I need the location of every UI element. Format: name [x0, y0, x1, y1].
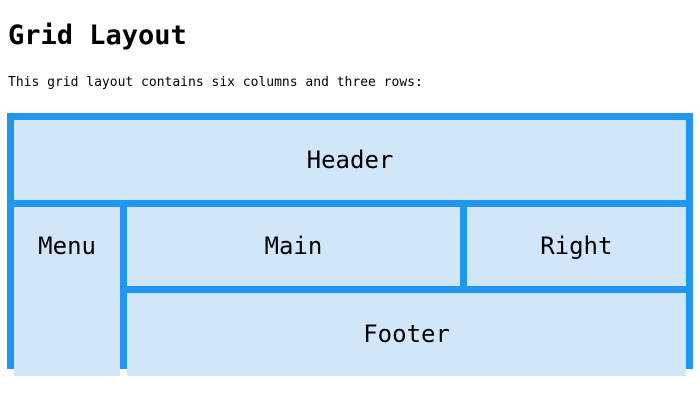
grid-cell-main-label: Main: [264, 232, 323, 261]
grid-layout-container: Header Menu Main Right Footer: [7, 112, 693, 376]
grid-cell-main: Main: [127, 206, 460, 286]
page-title: Grid Layout: [8, 20, 187, 51]
grid-cell-footer-label: Footer: [363, 320, 450, 349]
grid-cell-right: Right: [466, 206, 686, 286]
page-description: This grid layout contains six columns an…: [8, 75, 423, 91]
grid-cell-menu-label: Menu: [38, 231, 96, 260]
grid-cell-header: Header: [14, 119, 686, 200]
grid-cell-header-label: Header: [306, 145, 394, 174]
page-root: Grid Layout This grid layout contains si…: [7, 20, 693, 376]
grid-cell-menu: Menu: [14, 206, 121, 376]
grid-cell-footer: Footer: [127, 292, 686, 376]
grid-cell-right-label: Right: [540, 232, 613, 261]
